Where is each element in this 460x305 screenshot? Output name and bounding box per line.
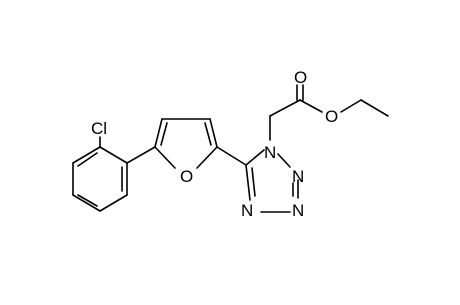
- bond: [72, 194, 101, 212]
- atom-label-chlorine: Cl: [91, 119, 107, 138]
- atom-label-furan-oxygen: O: [180, 167, 193, 186]
- double-bond-inner: [160, 122, 168, 146]
- double-bond-inner: [251, 167, 256, 197]
- bond: [72, 146, 101, 164]
- atom-label-tetrazole-n2: N: [292, 167, 304, 186]
- tetrazole-ring: [245, 149, 299, 213]
- ester-chain: [269, 84, 389, 141]
- bond: [99, 146, 128, 164]
- atom-label-tetrazole-n4: N: [241, 201, 253, 220]
- double-bond-inner: [77, 194, 98, 207]
- benzene-ring: [72, 146, 128, 212]
- bond: [245, 149, 265, 166]
- atom-label-ester-oxygen: O: [325, 107, 338, 126]
- bond-c-o-ester: [299, 99, 323, 113]
- bond: [99, 194, 128, 212]
- bond-phenyl-furan: [126, 146, 156, 164]
- bond-o-ch2: [340, 99, 362, 113]
- bond: [196, 146, 218, 169]
- atom-label-tetrazole-n3: N: [292, 201, 304, 220]
- double-bond-inner: [77, 152, 98, 167]
- bond: [154, 118, 163, 148]
- bond-ch2-ch3: [360, 99, 389, 117]
- double-bond-inner: [204, 122, 212, 146]
- bond-furan-tetrazole: [216, 146, 247, 166]
- bond: [209, 118, 218, 148]
- bond-ch2-c: [269, 99, 301, 117]
- bond: [245, 164, 251, 201]
- atom-label-tetrazole-n1: N: [264, 143, 276, 162]
- bond: [277, 153, 291, 168]
- atom-label-carbonyl-oxygen: O: [294, 68, 307, 87]
- bond: [154, 146, 176, 169]
- furan-ring: [154, 118, 218, 169]
